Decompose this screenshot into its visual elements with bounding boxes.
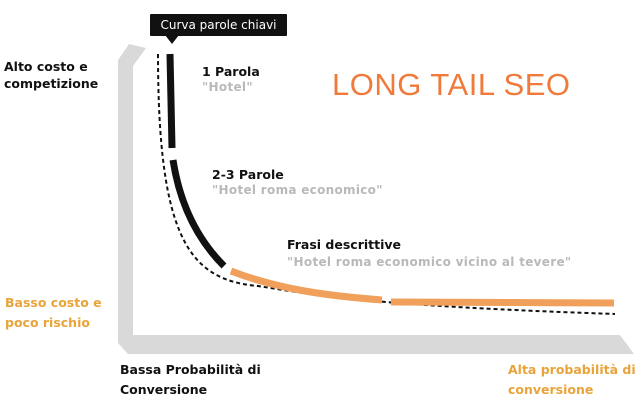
curve-segment-4 — [390, 298, 615, 307]
segment-3-label: Frasi descrittive — [287, 237, 402, 252]
segment-2-example: "Hotel roma economico" — [212, 183, 383, 197]
x-axis-high-label: Alta probabilità di conversione — [508, 362, 636, 397]
x-axis-low-label: Bassa Probabilità di Conversione — [120, 362, 261, 397]
segment-1-example: "Hotel" — [202, 80, 253, 94]
curve-tooltip: Curva parole chiavi — [150, 14, 287, 36]
curve-segment-1 — [166, 53, 176, 149]
y-axis-low-label: Basso costo e poco rischio — [5, 295, 102, 330]
curve-segment-2 — [169, 159, 227, 269]
curve-segment-3 — [229, 267, 383, 304]
dotted-curve — [157, 53, 616, 315]
y-axis-high-label: Alto costo e competizione — [4, 59, 99, 91]
x-axis-bar — [118, 335, 634, 354]
diagram-title: LONG TAIL SEO — [332, 67, 571, 102]
segment-2-label: 2-3 Parole — [212, 167, 284, 182]
segment-1-label: 1 Parola — [202, 64, 260, 79]
tooltip-arrow — [165, 35, 179, 44]
segment-3-example: "Hotel roma economico vicino al tevere" — [287, 255, 572, 269]
y-axis-bar — [118, 44, 146, 343]
